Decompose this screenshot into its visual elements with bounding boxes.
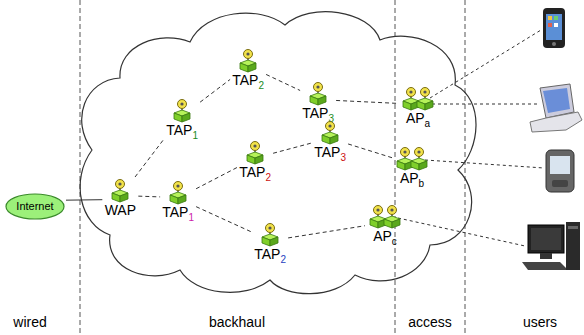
node-subscript: c	[392, 237, 397, 247]
zone-label: wired	[13, 314, 46, 330]
link-line	[336, 100, 398, 103]
node-name: WAP	[105, 203, 136, 218]
pda-icon	[546, 150, 574, 192]
node-label-row: WAP	[105, 203, 136, 218]
zone-label: users	[523, 314, 557, 330]
router-icon	[237, 48, 259, 73]
node-name: TAP	[302, 106, 328, 121]
router-icon	[400, 86, 436, 111]
node-label-row: TAP2	[254, 247, 286, 262]
backhaul-link	[348, 144, 392, 158]
node-name: AP	[400, 171, 419, 186]
zone-label: backhaul	[209, 314, 265, 330]
node-name: TAP	[232, 73, 258, 88]
router-icon	[319, 120, 341, 145]
internet-cloud: Internet	[5, 193, 65, 220]
link-line	[135, 139, 164, 177]
backhaul-link	[336, 100, 398, 103]
node-subscript: b	[419, 179, 425, 189]
backhaul-cloud	[80, 12, 476, 294]
node-name: TAP	[166, 123, 192, 138]
transit-access-point: TAP2	[238, 140, 272, 180]
node-label-row: APc	[373, 229, 397, 244]
node-subscript: 1	[192, 131, 198, 141]
backhaul-link	[196, 207, 252, 233]
access-point: APb	[393, 146, 431, 186]
node-name: TAP	[162, 205, 188, 220]
smartphone-icon	[543, 8, 565, 48]
link-line	[348, 144, 392, 158]
link-line	[66, 199, 102, 200]
router-icon	[244, 140, 266, 165]
transit-access-point: TAP1	[165, 98, 199, 138]
node-label-row: TAP1	[166, 123, 198, 138]
backhaul-link	[200, 79, 230, 102]
node-subscript: 2	[280, 255, 286, 265]
link-line	[196, 167, 237, 188]
router-icon	[167, 180, 189, 205]
router-icon	[367, 204, 403, 229]
link-line	[200, 79, 230, 102]
access-point: APa	[399, 86, 437, 126]
node-label: Internet	[16, 199, 53, 214]
node-subscript: 2	[265, 173, 271, 183]
transit-access-point: TAP3	[301, 81, 335, 121]
backhaul-link	[135, 139, 164, 177]
transit-access-point: TAP3	[313, 120, 347, 160]
node-name: TAP	[254, 247, 280, 262]
transit-access-point: WAP	[103, 178, 137, 218]
desktop-computer-icon	[522, 222, 580, 270]
zone-label: access	[408, 314, 452, 330]
backhaul-link	[138, 196, 160, 198]
link-line	[273, 143, 312, 153]
node-label-row: TAP3	[314, 145, 346, 160]
node-label-row: APa	[406, 111, 430, 126]
link-line	[266, 74, 300, 90]
link-line	[288, 226, 365, 238]
access-point: APc	[366, 204, 404, 244]
router-icon	[394, 146, 430, 171]
backhaul-link	[288, 226, 365, 238]
transit-access-point: TAP2	[253, 222, 287, 262]
backhaul-link	[196, 167, 237, 188]
access-link	[430, 30, 541, 98]
node-subscript: 3	[340, 153, 346, 163]
node-name: AP	[406, 111, 425, 126]
zone-divider	[80, 0, 81, 335]
node-label-row: TAP3	[302, 106, 334, 121]
access-link	[398, 218, 525, 246]
node-name: TAP	[314, 145, 340, 160]
node-name: TAP	[239, 165, 265, 180]
node-subscript: 1	[188, 213, 194, 223]
node-label-row: TAP1	[162, 205, 194, 220]
link-line	[138, 196, 160, 198]
router-icon	[259, 222, 281, 247]
link-line	[196, 207, 252, 233]
router-icon	[171, 98, 193, 123]
router-icon	[307, 81, 329, 106]
backhaul-link	[266, 74, 300, 90]
access-link	[432, 104, 538, 105]
zone-divider	[465, 0, 466, 335]
node-label-row: APb	[400, 171, 424, 186]
access-link	[425, 160, 544, 168]
zone-divider	[395, 0, 396, 335]
node-subscript: 2	[258, 81, 264, 91]
laptop-icon	[530, 84, 582, 132]
node-label-row: TAP2	[232, 73, 264, 88]
transit-access-point: TAP1	[161, 180, 195, 220]
node-label-row: TAP2	[239, 165, 271, 180]
node-subscript: a	[425, 119, 431, 129]
router-icon	[109, 178, 131, 203]
backhaul-link	[273, 143, 312, 153]
transit-access-point: TAP2	[231, 48, 265, 88]
wired-link	[66, 199, 102, 200]
node-name: AP	[373, 229, 392, 244]
